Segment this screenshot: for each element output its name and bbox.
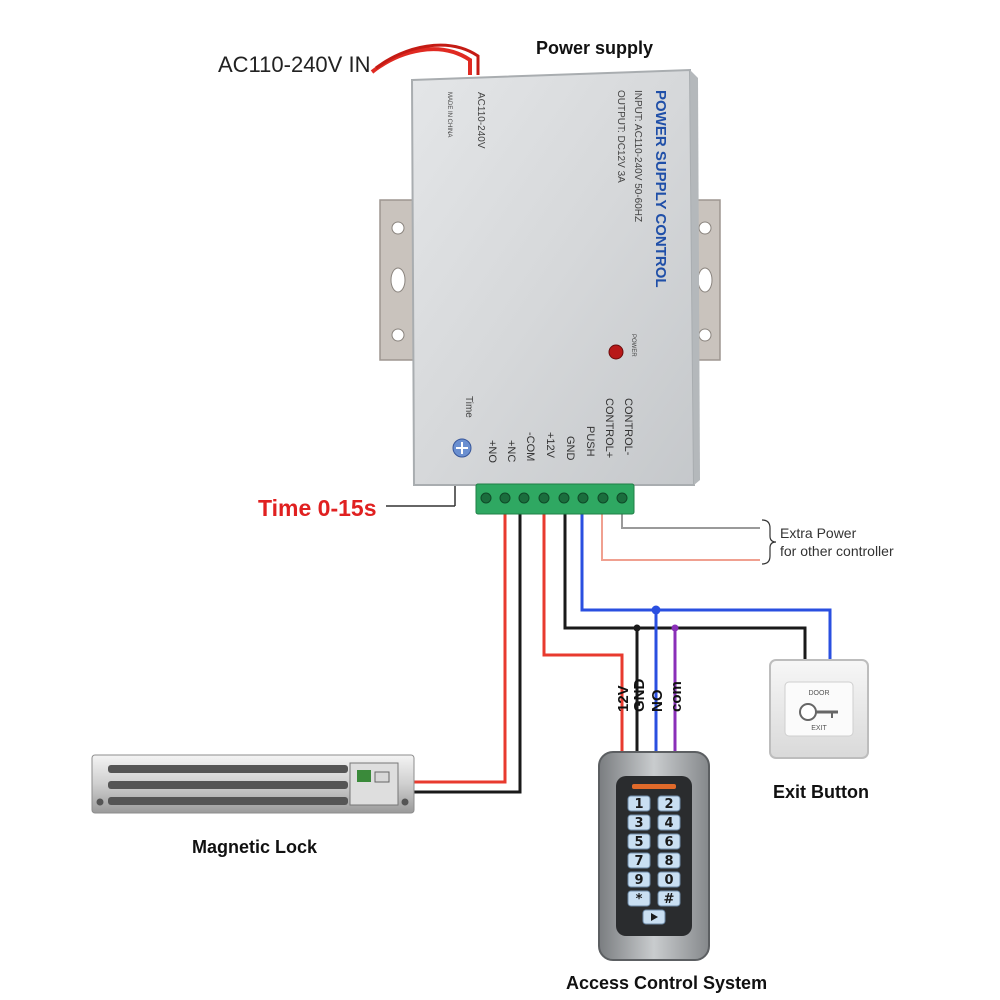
wire-com-purple: [671, 624, 679, 752]
keypad-key-label: 5: [634, 835, 643, 850]
keypad-key: [657, 890, 681, 907]
keypad-key: [627, 795, 651, 812]
terminal-label: CONTROL+: [603, 398, 615, 458]
keypad-keys: 1 2 3 4 5 6 7 8 9 0 * #: [627, 795, 681, 925]
access-control-keypad: 1 2 3 4 5 6 7 8 9 0 * #: [598, 751, 710, 961]
keypad-key-label: 7: [634, 854, 643, 869]
keypad-key-label: 1: [634, 797, 643, 812]
keypad-key-label: 3: [634, 816, 643, 831]
keypad-key-label: #: [664, 892, 675, 907]
keypad-key: [627, 871, 651, 888]
wire-12v-red: [542, 505, 624, 752]
keypad-key-label: 2: [664, 797, 673, 812]
keypad-key: [627, 890, 651, 907]
wire-label-gnd: GND: [631, 679, 648, 713]
ac-input-label: AC110-240V IN: [218, 52, 370, 77]
terminal-label: PUSH: [584, 426, 596, 457]
keypad-key: [657, 814, 681, 831]
psu-output-spec: OUTPUT: DC12V 3A: [615, 90, 626, 183]
keypad-key: [627, 833, 651, 850]
keypad-key: [657, 833, 681, 850]
diagram-title: Power supply: [536, 38, 653, 58]
keypad-key: [657, 871, 681, 888]
keypad-key-label: 0: [664, 873, 673, 888]
lock-wire-red: [392, 505, 507, 784]
terminal-label: +NO: [486, 440, 498, 463]
psu-power-led-label: POWER: [630, 334, 636, 357]
play-icon: [651, 913, 658, 921]
psu-ac-label: AC110-240V: [475, 92, 486, 149]
exit-button-face-bottom: EXIT: [811, 725, 827, 732]
power-led-icon: [608, 344, 624, 360]
keypad-key: [657, 795, 681, 812]
key-icon: [799, 703, 817, 721]
keypad-key-label: 9: [634, 873, 643, 888]
psu-brand: POWER SUPPLY CONTROL: [652, 90, 669, 288]
wire-push-blue: [580, 505, 832, 752]
keypad-key-label: 6: [664, 835, 673, 850]
keypad-key-label: *: [636, 892, 643, 907]
keypad-key-label: 8: [664, 854, 673, 869]
terminal-label: -COM: [524, 432, 536, 461]
magnetic-lock-label: Magnetic Lock: [192, 837, 318, 857]
time-range-label: Time 0-15s: [258, 495, 376, 521]
terminal-label: GND: [564, 436, 576, 461]
keypad-key: [627, 814, 651, 831]
access-control-label: Access Control System: [566, 973, 767, 993]
exit-button: [769, 659, 869, 759]
magnetic-lock: [91, 754, 415, 814]
exit-button-face-top: DOOR: [809, 690, 830, 697]
exit-button-label: Exit Button: [773, 782, 869, 802]
terminal-label: +12V: [544, 432, 556, 459]
extra-power-sublabel: for other controller: [780, 543, 894, 559]
power-supply-unit: [379, 68, 721, 515]
psu-input-spec: INPUT: AC110-240V 50-60HZ: [632, 90, 643, 222]
terminal-label: +NC: [505, 440, 517, 462]
keypad-key-label: 4: [664, 816, 673, 831]
extra-power-label: Extra Power: [780, 525, 857, 541]
extra-power-bracket: [761, 519, 777, 565]
wire-label-no: NO: [649, 689, 666, 712]
psu-made-in: MADE IN CHINA: [446, 92, 452, 137]
wire-label-12v: 12V: [615, 685, 632, 712]
wire-gnd-black: [563, 505, 807, 752]
keypad-key: [627, 852, 651, 869]
terminal-label: CONTROL-: [622, 398, 634, 456]
keypad-key: [657, 852, 681, 869]
mains-cable: [370, 43, 480, 75]
wire-label-com: com: [668, 681, 685, 712]
lock-wire-black: [392, 505, 522, 794]
psu-time-label: Time: [463, 396, 474, 418]
